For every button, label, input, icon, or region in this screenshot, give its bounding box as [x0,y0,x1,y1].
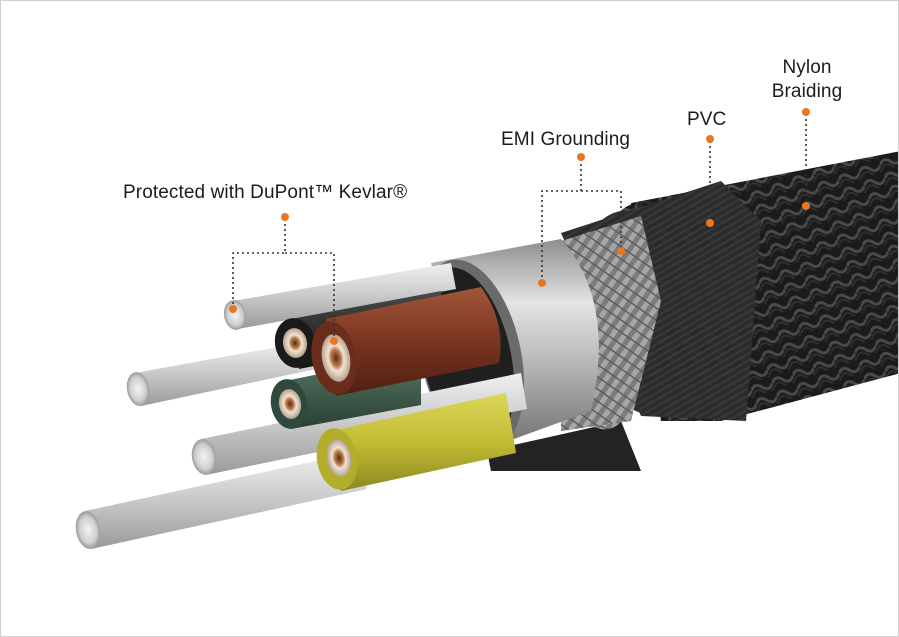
inner-sheath [487,421,641,471]
marker-pvc-layer [706,219,714,227]
markers [229,108,810,345]
label-nylon-line1: Nylon [782,57,832,78]
marker-nylon-layer [802,202,810,210]
leader-emi [541,159,582,281]
wire-brown [311,287,501,396]
label-nylon-braiding: Nylon Braiding [757,56,857,104]
leader-kevlar-2 [285,252,335,339]
leader-emi-2 [581,190,622,249]
label-nylon-line2: Braiding [771,81,843,102]
kevlar-strand-bottom [75,451,367,549]
label-kevlar: Protected with DuPont™ Kevlar® [123,182,408,203]
marker-kevlar-strand [229,305,237,313]
wire-yellow [316,393,516,491]
marker-emi-shield [617,247,625,255]
marker-emi-foil [538,279,546,287]
marker-kevlar-wire [330,337,338,345]
marker-kevlar-top [281,213,289,221]
marker-nylon-top [802,108,810,116]
label-pvc: PVC [687,109,727,130]
kevlar-strand-mid-left [126,341,316,406]
label-emi-grounding: EMI Grounding [501,129,631,150]
marker-emi-top [577,153,585,161]
leader-kevlar [232,219,286,307]
marker-pvc-top [706,135,714,143]
leader-lines [232,114,807,339]
